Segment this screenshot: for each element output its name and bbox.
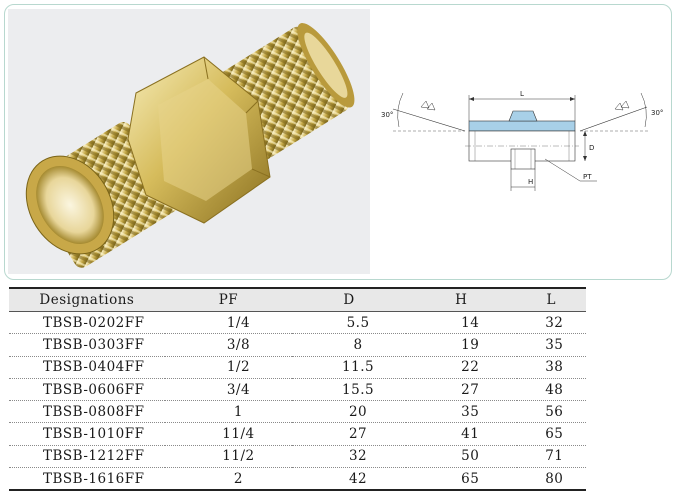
cell-designation: TBSB-1010FF: [9, 422, 165, 446]
cell-h: 50: [405, 445, 517, 469]
cell-h: 14: [405, 311, 517, 335]
table-row: TBSB-0606FF 3/4 15.5 27 48: [9, 378, 586, 402]
header-h: H: [405, 287, 517, 312]
cell-d: 5.5: [292, 311, 406, 335]
table-row: TBSB-1212FF 11/2 32 50 71: [9, 445, 586, 469]
header-designations: Designations: [9, 287, 165, 312]
cell-h: 65: [405, 467, 517, 491]
cell-d: 8: [292, 333, 406, 357]
cell-d: 15.5: [292, 378, 406, 402]
dimension-drawing-svg: 30° 30° L D H: [381, 90, 663, 191]
table-row: TBSB-1616FF 2 42 65 80: [9, 467, 586, 491]
cell-h: 22: [405, 356, 517, 379]
table-row: TBSB-0404FF 1/2 11.5 22 38: [9, 356, 586, 379]
cell-h: 27: [405, 378, 517, 402]
thread-label: PT: [583, 173, 592, 181]
cell-l: 56: [516, 400, 586, 424]
hex-nipple-fitting-image: [25, 23, 355, 268]
specification-table: Designations PF D H L TBSB-0202FF 1/4 5.…: [9, 287, 586, 491]
header-l: L: [516, 287, 586, 312]
cell-pf: 3/4: [164, 378, 293, 402]
cell-l: 32: [516, 311, 586, 335]
cell-d: 27: [292, 422, 406, 446]
table-header-row: Designations PF D H L: [9, 287, 586, 312]
cell-d: 20: [292, 400, 406, 424]
cell-d: 11.5: [292, 356, 406, 379]
cell-pf: 1/2: [164, 356, 293, 379]
cell-l: 48: [516, 378, 586, 402]
length-label: L: [520, 90, 524, 98]
cell-h: 35: [405, 400, 517, 424]
angle-left-label: 30°: [381, 111, 393, 119]
technical-drawing: 30° 30° L D H: [375, 9, 668, 274]
cell-designation: TBSB-0606FF: [9, 378, 165, 402]
cell-designation: TBSB-0303FF: [9, 333, 165, 357]
cell-pf: 2: [164, 467, 293, 491]
table-row: TBSB-1010FF 11/4 27 41 65: [9, 422, 586, 446]
hex-label: H: [528, 178, 533, 186]
cell-pf: 1/4: [164, 311, 293, 335]
product-photo: [8, 9, 370, 274]
cell-designation: TBSB-1212FF: [9, 445, 165, 469]
cell-pf: 3/8: [164, 333, 293, 357]
cell-pf: 11/4: [164, 422, 293, 446]
cell-designation: TBSB-1616FF: [9, 467, 165, 491]
cell-designation: TBSB-0808FF: [9, 400, 165, 424]
cell-designation: TBSB-0202FF: [9, 311, 165, 335]
angle-right-label: 30°: [651, 109, 663, 117]
cell-l: 80: [516, 467, 586, 491]
cell-h: 19: [405, 333, 517, 357]
header-pf: PF: [164, 287, 293, 312]
cell-l: 71: [516, 445, 586, 469]
table-row: TBSB-0808FF 1 20 35 56: [9, 400, 586, 424]
cell-l: 38: [516, 356, 586, 379]
cell-h: 41: [405, 422, 517, 446]
cell-designation: TBSB-0404FF: [9, 356, 165, 379]
cell-d: 32: [292, 445, 406, 469]
header-d: D: [292, 287, 406, 312]
diameter-label: D: [589, 144, 594, 152]
cell-l: 35: [516, 333, 586, 357]
table-row: TBSB-0202FF 1/4 5.5 14 32: [9, 311, 586, 335]
cell-pf: 1: [164, 400, 293, 424]
cell-l: 65: [516, 422, 586, 446]
table-row: TBSB-0303FF 3/8 8 19 35: [9, 333, 586, 357]
cell-pf: 11/2: [164, 445, 293, 469]
cell-d: 42: [292, 467, 406, 491]
